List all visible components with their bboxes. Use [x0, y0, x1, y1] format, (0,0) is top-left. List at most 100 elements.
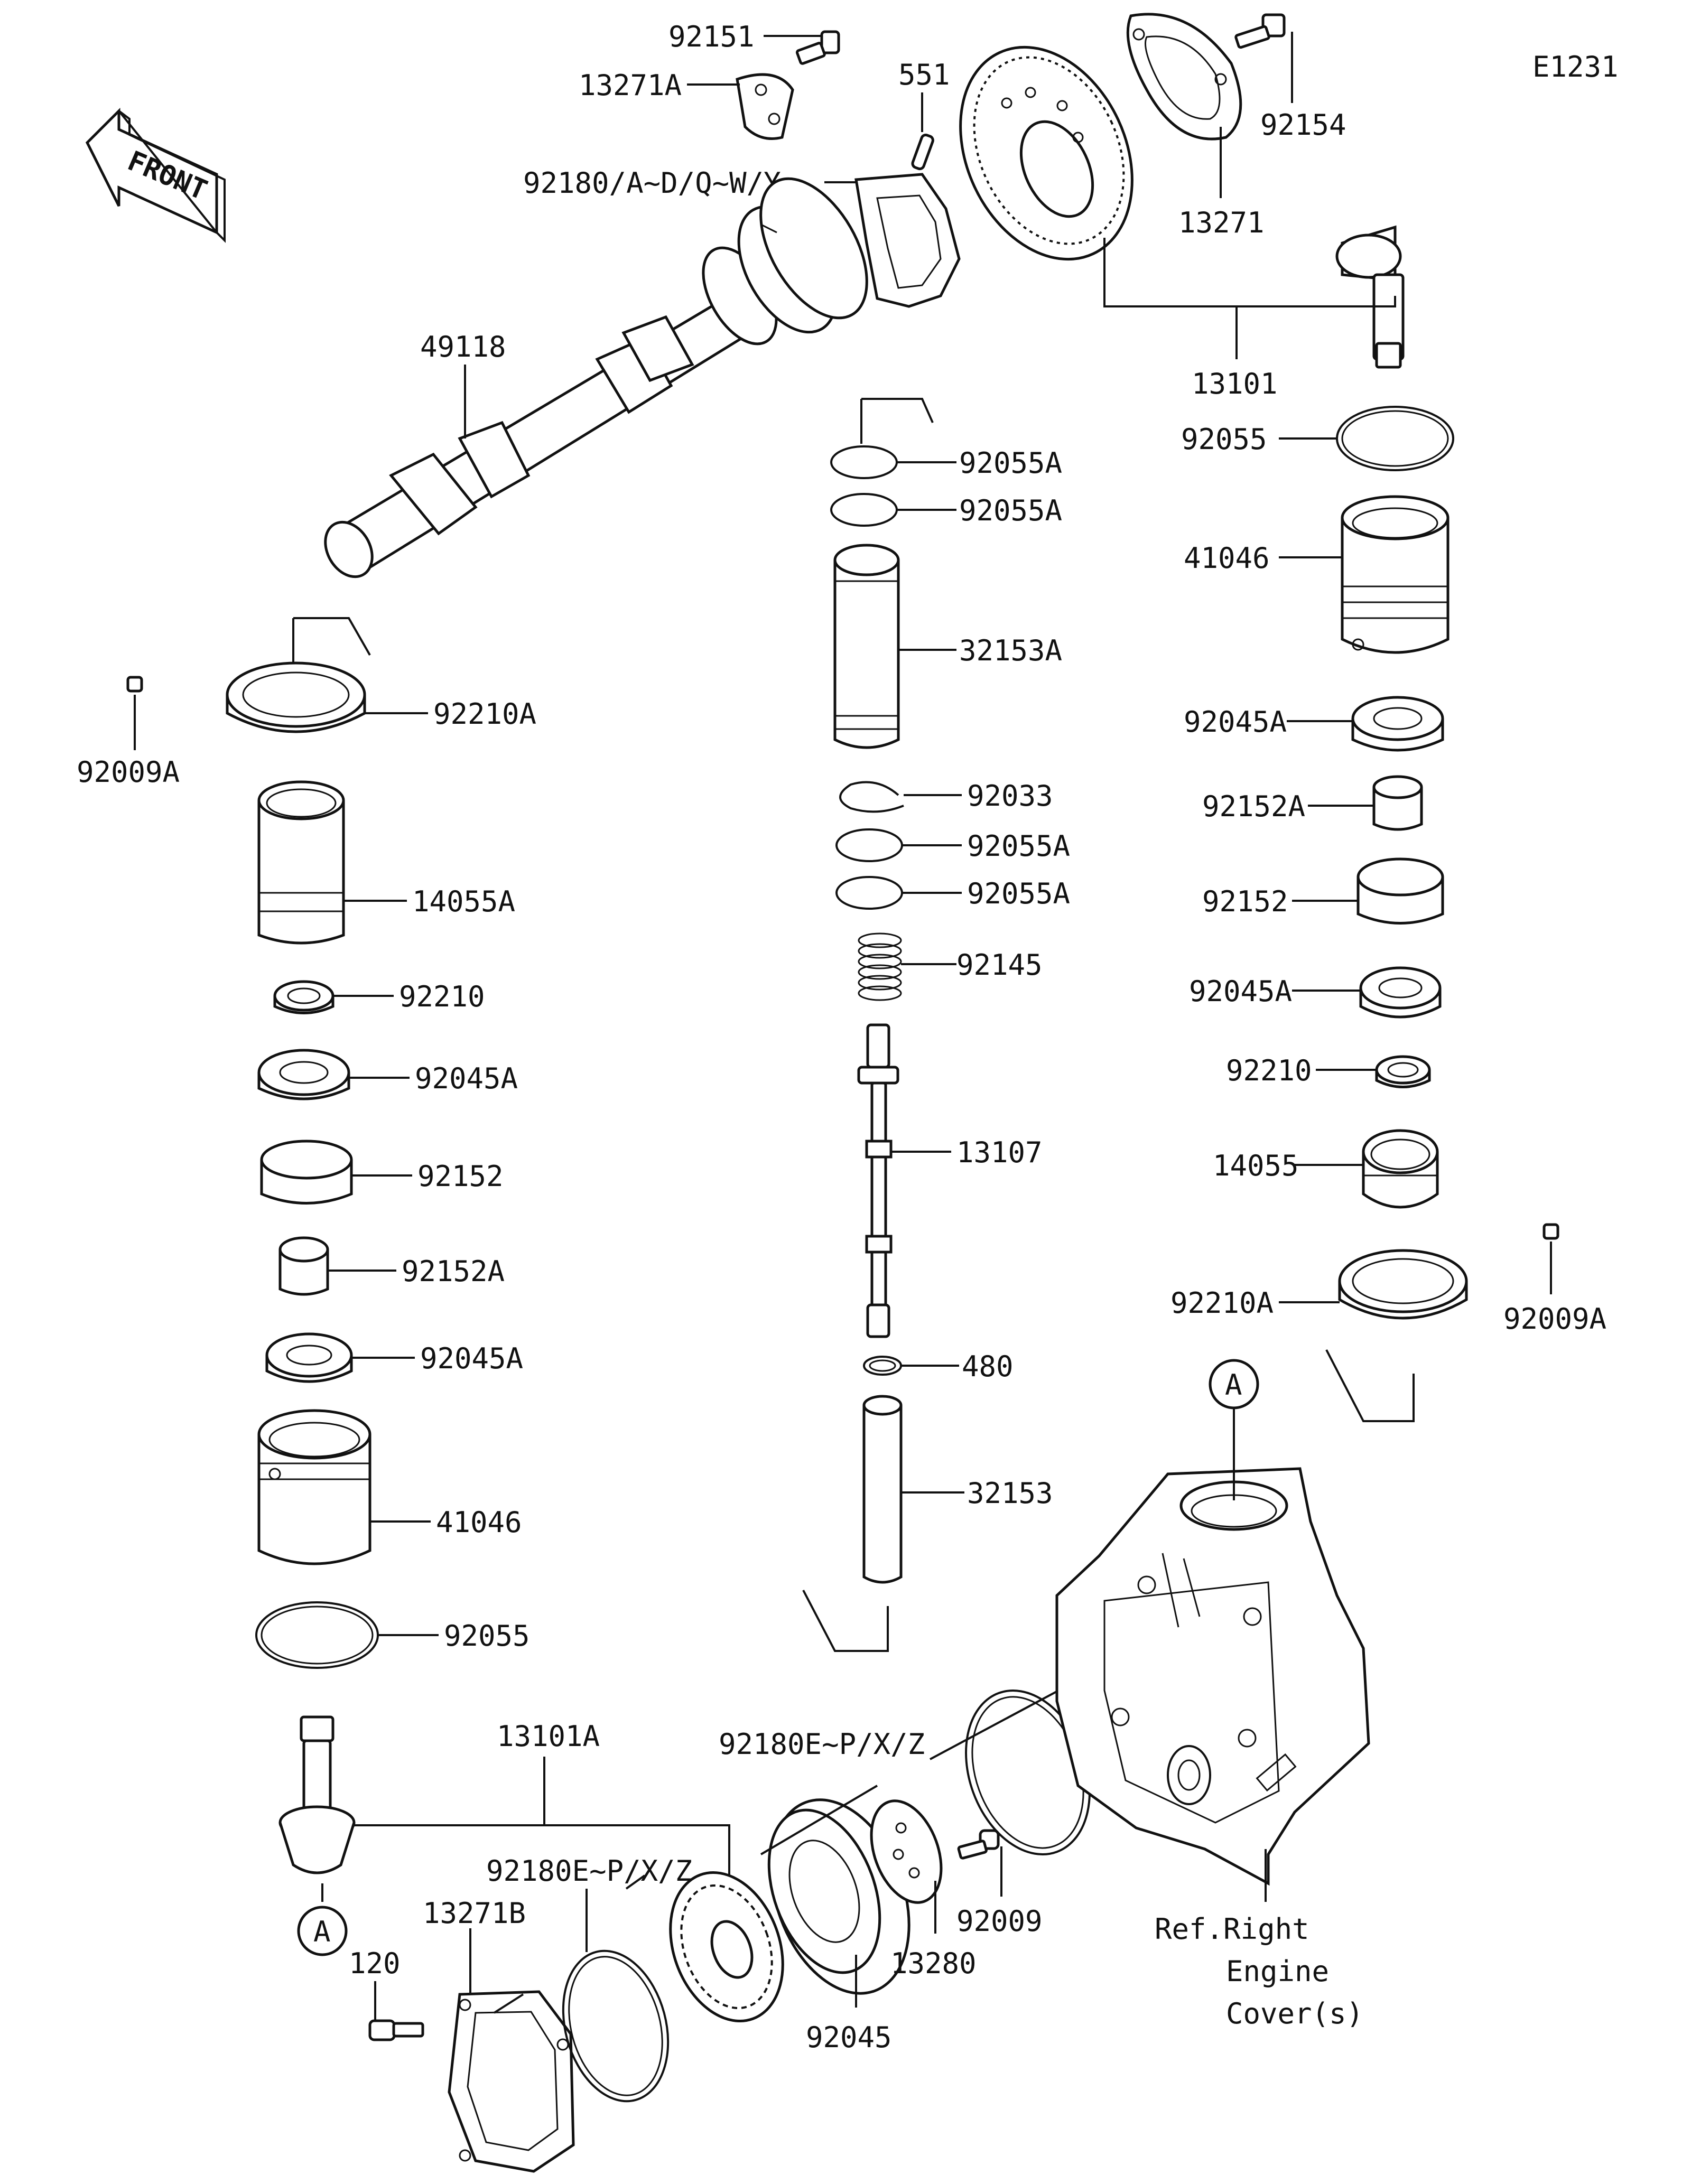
nut-92210-left	[273, 980, 335, 1014]
plug-92009A-right	[1543, 1223, 1559, 1240]
engine-cover	[1055, 1467, 1370, 1886]
bushing-92152-right	[1356, 857, 1444, 925]
part-label-49118: 49118	[420, 330, 506, 363]
nut-92210-right	[1375, 1055, 1431, 1088]
reference-note-line-3: Cover(s)	[1226, 1997, 1363, 2030]
diagram-code: E1231	[1532, 50, 1619, 83]
part-label-92151: 92151	[668, 20, 755, 53]
part-label-41046-right: 41046	[1184, 542, 1270, 575]
ring-nut-92210A-right	[1338, 1249, 1468, 1320]
bearing-92045A-right-1	[1351, 696, 1444, 752]
oring-92055A-4	[835, 876, 903, 910]
cover-13271B	[448, 1990, 575, 2173]
part-label-92055-left: 92055	[444, 1619, 530, 1653]
housing-14055A	[257, 780, 345, 945]
part-label-92152A-right: 92152A	[1202, 790, 1305, 823]
part-label-92009A-left: 92009A	[77, 755, 180, 789]
callout-A-left: A	[313, 1915, 331, 1948]
part-label-13271A: 13271A	[579, 69, 682, 102]
oring-92055-right	[1336, 406, 1454, 471]
pin-551	[911, 133, 934, 171]
part-label-551: 551	[898, 58, 950, 91]
part-label-92045: 92045	[806, 2021, 892, 2054]
part-label-13280: 13280	[890, 1947, 977, 1980]
part-label-92210-left: 92210	[399, 980, 485, 1013]
part-label-13101A: 13101A	[497, 1720, 600, 1753]
pinion-13101	[1335, 225, 1405, 369]
washer-13280	[870, 1799, 943, 1904]
part-label-92045A-right-2: 92045A	[1189, 975, 1292, 1008]
part-label-92055A-1: 92055A	[959, 446, 1062, 480]
oring-92055A-1	[830, 445, 898, 479]
part-label-92009: 92009	[956, 1905, 1043, 1938]
reference-note-line-1: Ref.Right	[1155, 1912, 1309, 1946]
front-arrow: FRONT	[85, 107, 226, 243]
bracket-13271A	[736, 73, 794, 140]
bearing-92045A-left-2	[265, 1332, 353, 1383]
gasket-92180	[854, 173, 961, 308]
housing-14055	[1362, 1129, 1439, 1209]
bushing-92152A-right	[1372, 775, 1423, 831]
sleeve-41046-right	[1341, 495, 1450, 654]
part-label-41046-left: 41046	[436, 1506, 522, 1539]
part-label-13271: 13271	[1178, 206, 1265, 239]
plate-13271	[1126, 13, 1242, 141]
part-label-92210-right: 92210	[1226, 1054, 1312, 1087]
part-label-92210A-left: 92210A	[433, 697, 536, 731]
part-label-92152A-left: 92152A	[402, 1255, 505, 1288]
bevel-gear	[669, 1871, 784, 2022]
bolt-92151	[795, 30, 840, 65]
part-label-13107: 13107	[956, 1136, 1043, 1169]
part-label-92210A-right: 92210A	[1170, 1286, 1274, 1320]
part-label-92009A-right: 92009A	[1503, 1302, 1606, 1336]
part-label-32153A: 32153A	[959, 634, 1062, 667]
part-label-14055: 14055	[1213, 1149, 1299, 1182]
circlip-92033	[839, 781, 904, 813]
bushing-92152A-left	[278, 1236, 329, 1296]
oring-92180E-left	[562, 1949, 670, 2103]
pinion-13101A	[278, 1715, 356, 1874]
part-label-92145: 92145	[956, 948, 1043, 982]
part-label-92152-left: 92152	[417, 1160, 504, 1193]
part-label-92180: 92180/A~D/Q~W/Y	[523, 166, 781, 200]
part-label-480: 480	[962, 1350, 1014, 1383]
camshaft-49118	[324, 177, 868, 578]
bolt-120	[368, 2019, 424, 2041]
part-label-92055A-4: 92055A	[967, 877, 1070, 910]
part-label-92055-right: 92055	[1181, 423, 1267, 456]
part-label-13101: 13101	[1192, 367, 1278, 400]
shaft-13107	[857, 1023, 899, 1338]
oring-92055A-2	[830, 493, 898, 527]
part-label-32153: 32153	[967, 1477, 1053, 1510]
part-label-92045A-right-1: 92045A	[1184, 705, 1287, 739]
part-label-92033: 92033	[967, 779, 1053, 813]
part-label-92045A-left-2: 92045A	[420, 1342, 523, 1375]
plug-92009A-left	[126, 676, 143, 693]
bolt-92154	[1234, 13, 1286, 49]
part-label-92180E-left: 92180E~P/X/Z	[486, 1854, 692, 1888]
reference-note-line-2: Engine	[1226, 1955, 1329, 1988]
tube-32153	[862, 1395, 903, 1584]
part-label-92055A-3: 92055A	[967, 829, 1070, 863]
bolt-92009	[957, 1829, 1000, 1860]
oring-92055-left	[255, 1601, 379, 1669]
part-label-120: 120	[349, 1947, 401, 1980]
oring-92055A-3	[835, 828, 903, 862]
part-label-13271B: 13271B	[423, 1897, 526, 1930]
part-label-92152-right: 92152	[1202, 885, 1288, 918]
gear-13101-wheel	[959, 45, 1133, 261]
part-label-92154: 92154	[1260, 108, 1346, 142]
bushing-92152-left	[260, 1140, 353, 1205]
bearing-92045A-right-2	[1359, 966, 1442, 1019]
part-label-92180E-right: 92180E~P/X/Z	[719, 1728, 925, 1761]
part-label-92055A-2: 92055A	[959, 494, 1062, 527]
callout-A-right: A	[1225, 1368, 1242, 1402]
tube-32153A	[833, 544, 900, 749]
bearing-92045A-left	[257, 1049, 350, 1100]
sleeve-41046-left	[257, 1409, 371, 1565]
spring-92145	[858, 932, 902, 1001]
part-label-14055A: 14055A	[412, 885, 515, 918]
part-label-92045A-left: 92045A	[415, 1062, 518, 1095]
ring-nut-92210A-left	[226, 661, 366, 733]
